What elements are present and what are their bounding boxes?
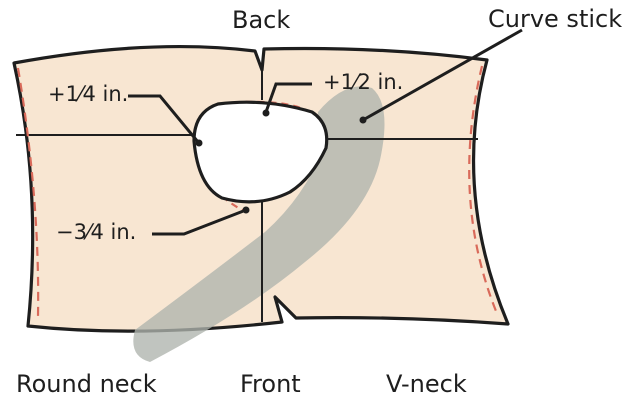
label-plus-quarter: +1⁄4 in.: [48, 82, 129, 106]
label-back: Back: [232, 6, 291, 34]
leader-curve-stick: [362, 28, 523, 122]
leader-minus-three-quarter: [152, 208, 247, 236]
leader-dot-plus-half: [262, 109, 270, 117]
leader-dot-curve-stick: [359, 116, 367, 124]
label-front: Front: [240, 370, 301, 398]
dashed-side-right: [468, 65, 500, 317]
neck-opening: [192, 100, 329, 204]
label-round-neck: Round neck: [16, 370, 157, 398]
leader-plus-quarter: [128, 94, 200, 143]
label-v-neck: V-neck: [386, 370, 467, 398]
leader-plus-half: [264, 82, 312, 113]
label-minus-three-quarter: −3⁄4 in.: [56, 220, 137, 244]
dashed-side-left: [16, 67, 40, 317]
label-curve-stick: Curve stick: [488, 5, 623, 33]
leader-dot-minus-three-quarter: [242, 206, 250, 214]
label-plus-half: +1⁄2 in.: [323, 70, 404, 94]
leader-dot-plus-quarter: [195, 139, 203, 147]
